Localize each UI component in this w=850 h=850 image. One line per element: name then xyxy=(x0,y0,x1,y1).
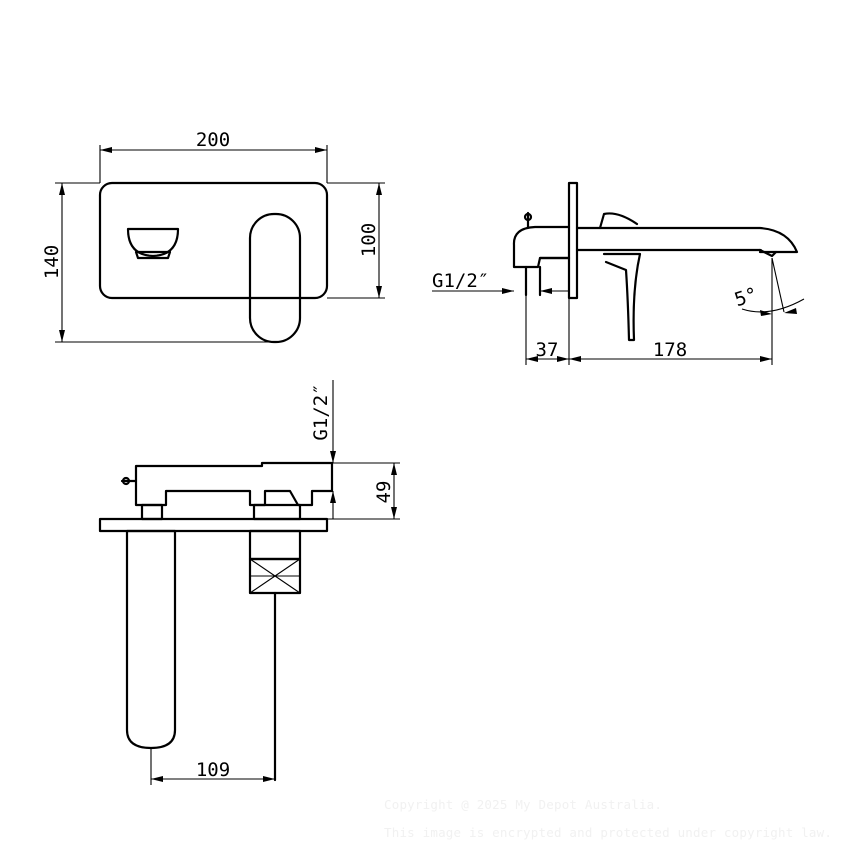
height-dim-arrow-bottom xyxy=(59,330,65,342)
plan-thread-label: G1/2″ xyxy=(310,383,332,440)
plan-wall-plate xyxy=(98,517,329,533)
side-lever-top xyxy=(598,212,639,230)
plan-thread-arrow xyxy=(330,451,336,463)
depth-dim-arrow-right xyxy=(557,356,569,362)
spout-outlet-aerator xyxy=(134,250,172,260)
offset-dim-arrow-right xyxy=(263,776,275,782)
plan-body xyxy=(134,461,334,507)
angle-arrow-left xyxy=(760,310,772,316)
angle-arc xyxy=(741,298,805,313)
side-spout xyxy=(575,226,799,254)
wall-plate-outline xyxy=(98,181,329,300)
plan-thread-arrow-2 xyxy=(330,491,336,503)
body-dim-arrow-top xyxy=(391,463,397,475)
width-dim-label: 200 xyxy=(196,129,230,151)
reach-dim-arrow-right xyxy=(760,356,772,362)
plan-inlet-right xyxy=(252,503,302,521)
side-body xyxy=(512,225,571,269)
mixer-lever-front xyxy=(248,212,302,344)
side-spout-tip xyxy=(758,248,778,258)
plate-height-dim-arrow-top xyxy=(376,183,382,195)
plan-spout xyxy=(125,529,177,750)
offset-dim-arrow-left xyxy=(151,776,163,782)
body-dim-label: 49 xyxy=(373,481,395,504)
width-dim-arrow-left xyxy=(100,147,112,153)
height-dim-arrow-top xyxy=(59,183,65,195)
height-dim-label: 140 xyxy=(41,245,63,279)
plate-height-dim-label: 100 xyxy=(358,223,380,257)
angle-line xyxy=(771,257,785,313)
spout-outlet xyxy=(126,227,180,258)
angle-label: 5° xyxy=(732,283,761,311)
angle-arrow-right xyxy=(784,308,797,314)
watermark-line-1: Copyright @ 2025 My Depot Australia. xyxy=(384,797,663,812)
reach-dim-arrow-left xyxy=(569,356,581,362)
side-wall-plate xyxy=(567,181,579,300)
depth-dim-label: 37 xyxy=(536,339,559,361)
front-view: 200 140 100 xyxy=(41,129,385,344)
offset-dim-label: 109 xyxy=(196,759,230,781)
depth-dim-arrow-left xyxy=(526,356,538,362)
reach-dim-label: 178 xyxy=(653,339,687,361)
side-thread-arrow xyxy=(502,288,514,294)
side-lever-handle xyxy=(602,252,642,342)
side-cap-knob xyxy=(523,212,533,222)
plan-lever-facet xyxy=(249,558,301,594)
plan-inlet-left xyxy=(140,503,164,521)
plate-height-dim-arrow-bottom xyxy=(376,286,382,298)
side-thread-label: G1/2″ xyxy=(432,270,489,292)
side-view: G1/2″ 37 178 5° xyxy=(432,181,805,365)
plan-view: G1/2″ 49 109 xyxy=(98,380,400,785)
plan-cap-knob xyxy=(121,476,131,486)
plan-lever-collar xyxy=(248,529,302,561)
width-dim-arrow-right xyxy=(315,147,327,153)
watermark-line-2: This image is encrypted and protected un… xyxy=(384,825,833,840)
body-dim-arrow-bottom xyxy=(391,507,397,519)
